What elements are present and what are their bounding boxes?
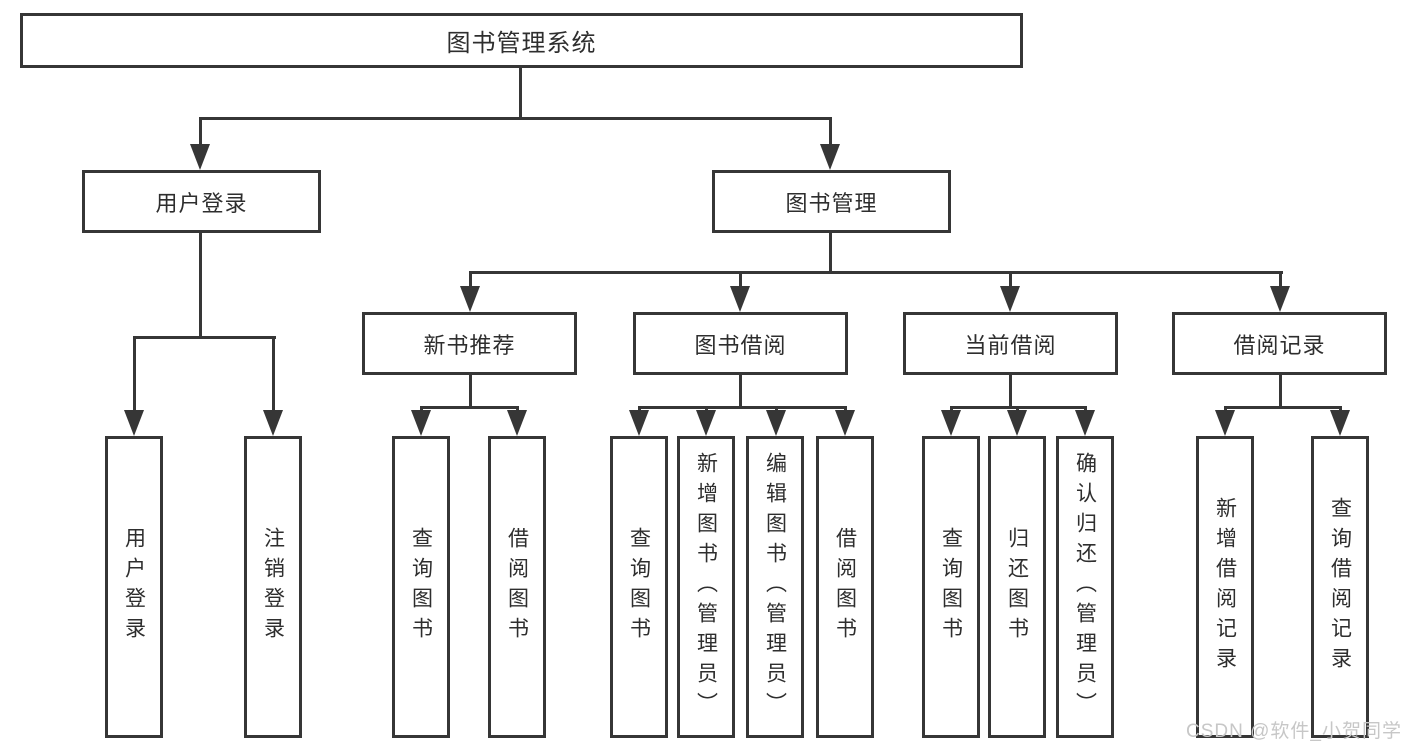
node-book-management: 图书管理 (712, 170, 951, 233)
node-leaf-user-login: 用户登录 (105, 436, 163, 738)
node-leaf-add-books-admin: 新增图书（管理员） (677, 436, 735, 738)
connector-to-leaf-logout (272, 336, 275, 412)
node-user-login: 用户登录 (82, 170, 321, 233)
node-current-borrowing: 当前借阅 (903, 312, 1118, 375)
node-leaf-query-books-3: 查询图书 (922, 436, 980, 738)
node-library-management-system: 图书管理系统 (20, 13, 1023, 68)
connector-root-stem (519, 68, 522, 118)
connector-to-book-borrow (739, 271, 742, 289)
node-leaf-borrow-books-1: 借阅图书 (488, 436, 546, 738)
arrow-down-icon (766, 410, 786, 436)
connector-current-borrow-stem (1009, 375, 1012, 408)
arrow-down-icon (629, 410, 649, 436)
arrow-down-icon (820, 144, 840, 170)
connector-root-bar (199, 117, 832, 120)
arrow-down-icon (730, 286, 750, 312)
connector-to-user-login (199, 117, 202, 146)
arrow-down-icon (1215, 410, 1235, 436)
arrow-down-icon (124, 410, 144, 436)
node-borrowing-records: 借阅记录 (1172, 312, 1387, 375)
connector-new-book-rec-bar (420, 406, 519, 409)
arrow-down-icon (1270, 286, 1290, 312)
arrow-down-icon (1075, 410, 1095, 436)
arrow-down-icon (507, 410, 527, 436)
connector-to-current-borrow (1009, 271, 1012, 289)
arrow-down-icon (941, 410, 961, 436)
node-leaf-edit-books-admin: 编辑图书（管理员） (746, 436, 804, 738)
arrow-down-icon (411, 410, 431, 436)
arrow-down-icon (190, 144, 210, 170)
connector-borrow-records-stem (1279, 375, 1282, 408)
connector-to-book-management (829, 117, 832, 146)
arrow-down-icon (1330, 410, 1350, 436)
arrow-down-icon (460, 286, 480, 312)
arrow-down-icon (696, 410, 716, 436)
connector-new-book-rec-stem (469, 375, 472, 408)
node-leaf-confirm-return-admin: 确认归还（管理员） (1056, 436, 1114, 738)
node-leaf-add-borrow-record: 新增借阅记录 (1196, 436, 1254, 738)
node-new-book-recommendation: 新书推荐 (362, 312, 577, 375)
node-leaf-return-books: 归还图书 (988, 436, 1046, 738)
arrow-down-icon (835, 410, 855, 436)
connector-borrow-records-bar (1224, 406, 1342, 409)
watermark: CSDN @软件_小贺同学 (1186, 721, 1402, 742)
connector-book-borrow-stem (739, 375, 742, 408)
connector-user-login-stem (199, 233, 202, 337)
node-leaf-query-borrow-record: 查询借阅记录 (1311, 436, 1369, 738)
node-leaf-borrow-books-2: 借阅图书 (816, 436, 874, 738)
arrow-down-icon (263, 410, 283, 436)
node-leaf-logout: 注销登录 (244, 436, 302, 738)
arrow-down-icon (1000, 286, 1020, 312)
node-leaf-query-books-2: 查询图书 (610, 436, 668, 738)
connector-to-new-book-rec (469, 271, 472, 289)
connector-user-login-bar (133, 336, 276, 339)
connector-book-mgmt-bar (469, 271, 1283, 274)
connector-to-leaf-user-login (133, 336, 136, 412)
connector-book-borrow-bar (638, 406, 847, 409)
arrow-down-icon (1007, 410, 1027, 436)
connector-book-mgmt-stem (829, 233, 832, 273)
node-leaf-query-books-1: 查询图书 (392, 436, 450, 738)
node-book-borrowing: 图书借阅 (633, 312, 848, 375)
connector-to-borrow-records (1279, 271, 1282, 289)
